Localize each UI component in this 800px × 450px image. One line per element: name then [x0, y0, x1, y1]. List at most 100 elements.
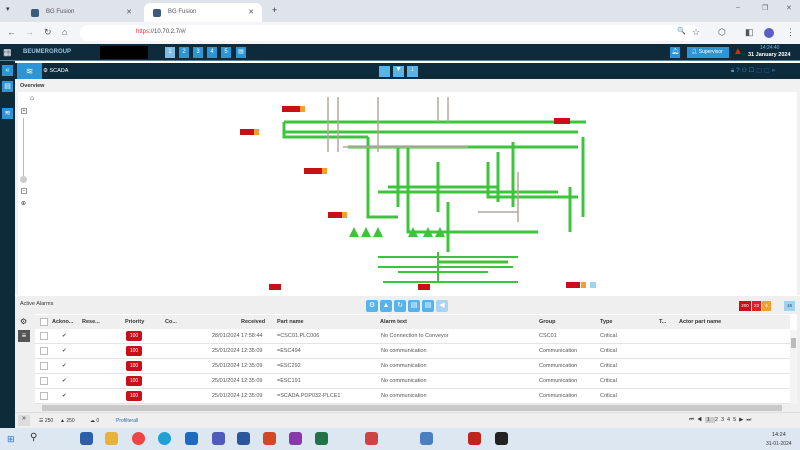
powerpoint-icon[interactable] — [263, 432, 276, 445]
snipping-tool-icon[interactable] — [365, 432, 378, 445]
home-view-icon[interactable]: ⌂ — [30, 95, 35, 102]
save-app-icon[interactable] — [80, 432, 93, 445]
page-2[interactable]: 2 — [714, 417, 721, 423]
scada-diagram[interactable]: ⌂ + − ⊕ — [18, 92, 797, 295]
collapse-icon[interactable]: « — [2, 65, 13, 76]
page-button-4[interactable]: 4 — [207, 47, 217, 58]
alarm-tool-report-icon[interactable]: ▤ — [422, 300, 434, 312]
col-priority[interactable]: Priority — [125, 319, 145, 325]
horizontal-scrollbar[interactable] — [42, 405, 782, 411]
word-icon[interactable] — [237, 432, 250, 445]
terminal-icon[interactable] — [495, 432, 508, 445]
side-panel-icon[interactable]: ◧ — [745, 27, 754, 37]
col-alarm-text[interactable]: Alarm text — [380, 319, 407, 325]
info-count-badge[interactable]: 16 — [784, 301, 795, 311]
teams-icon[interactable] — [212, 432, 225, 445]
vertical-scroll-thumb[interactable] — [791, 338, 796, 348]
col-reset[interactable]: Rese... — [82, 319, 100, 325]
row-checkbox[interactable] — [40, 347, 48, 355]
taskbar-date[interactable]: 31-01-2024 — [766, 441, 792, 447]
table-row[interactable]: ✔ 100 25/01/2024 12:35:09 =ESC191 No com… — [35, 374, 790, 389]
apps-grid-icon[interactable]: ▦ — [3, 47, 12, 57]
close-tab-icon[interactable]: ✕ — [126, 9, 132, 16]
medium-count-badge[interactable]: 6 — [762, 301, 771, 311]
zoom-in-button[interactable]: + — [21, 108, 27, 114]
home-icon[interactable]: ⌂ — [62, 27, 68, 37]
page-5[interactable]: 5 — [733, 417, 740, 423]
filter-icon[interactable]: ▼ — [393, 66, 404, 77]
browser-tab-1[interactable]: BG Fusion✕ — [22, 3, 140, 22]
browser-menu-icon[interactable]: ⋮ — [786, 27, 795, 37]
user-button[interactable]: 👤︎ Supervisor — [687, 47, 729, 58]
list-menu-icon[interactable]: ≡ — [18, 330, 30, 342]
page-4[interactable]: 4 — [727, 417, 734, 423]
col-part-name[interactable]: Part name — [277, 319, 304, 325]
edge-icon[interactable] — [158, 432, 171, 445]
notification-bell-icon[interactable]: 🔔︎ — [670, 47, 680, 58]
col-t[interactable]: T... — [659, 319, 667, 325]
bookmark-star-icon[interactable]: ☆ — [692, 27, 701, 37]
extensions-icon[interactable]: ⬡ — [718, 27, 726, 37]
scada-nav-icon[interactable]: ≋ — [2, 108, 13, 119]
tab-search-icon[interactable]: ▾ — [6, 6, 10, 13]
onenote-icon[interactable] — [289, 432, 302, 445]
table-row[interactable]: ✔ 100 25/01/2024 12:35:09 =SCADA.PDP032-… — [35, 389, 790, 404]
page-document-icon[interactable]: ▤ — [236, 47, 246, 58]
page-button-3[interactable]: 3 — [193, 47, 203, 58]
back-icon[interactable]: ← — [7, 27, 16, 37]
page-button-1[interactable]: 1 — [165, 47, 175, 58]
zoom-icon[interactable]: 🔍 — [677, 28, 686, 35]
first-page-button[interactable]: ⏮ — [689, 417, 697, 423]
col-group[interactable]: Group — [539, 319, 556, 325]
page-button-2[interactable]: 2 — [179, 47, 189, 58]
download-icon[interactable]: ↓ — [407, 66, 418, 77]
page-1[interactable]: 1 — [704, 417, 715, 423]
minimize-button[interactable]: – — [736, 4, 740, 11]
url-input[interactable]: https://10.70.2.7/#/ — [80, 25, 700, 41]
col-acknowledged[interactable]: Ackno... — [52, 319, 74, 325]
alarm-tool-settings-icon[interactable]: ⚙ — [366, 300, 378, 312]
select-all-checkbox[interactable] — [40, 318, 48, 326]
row-checkbox[interactable] — [40, 392, 48, 400]
chrome-icon[interactable] — [132, 432, 145, 445]
col-actor-part-name[interactable]: Actor part name — [679, 319, 722, 325]
excel-icon[interactable] — [315, 432, 328, 445]
expand-icon[interactable]: » — [18, 415, 30, 426]
row-checkbox[interactable] — [40, 362, 48, 370]
zoom-slider-handle[interactable] — [20, 176, 27, 183]
close-tab-icon[interactable]: ✕ — [248, 9, 254, 16]
page-3[interactable]: 3 — [720, 417, 728, 423]
col-type[interactable]: Type — [600, 319, 613, 325]
critical-count-badge[interactable]: 200 — [739, 301, 751, 311]
acrobat-icon[interactable] — [468, 432, 481, 445]
alarm-tool-history-icon[interactable]: ↻ — [394, 300, 406, 312]
close-window-button[interactable]: ✕ — [786, 5, 792, 12]
app-icon[interactable] — [420, 432, 433, 445]
zoom-slider-track[interactable] — [23, 118, 24, 176]
maximize-button[interactable]: ❐ — [762, 5, 769, 12]
fit-view-icon[interactable]: ⊕ — [21, 201, 27, 207]
reload-icon[interactable]: ↻ — [44, 27, 52, 37]
alarm-tool-sound-icon[interactable]: ◀ — [436, 300, 448, 312]
col-count[interactable]: Co... — [165, 319, 177, 325]
table-row[interactable]: ✔ 100 25/01/2024 12:35:09 =ESC494 No com… — [35, 344, 790, 359]
browser-tab-2[interactable]: BG Fusion✕ — [144, 3, 262, 22]
page-button-5[interactable]: 5 — [221, 47, 231, 58]
settings-gear-icon[interactable]: ⚙ — [20, 317, 28, 326]
profile-avatar[interactable] — [764, 28, 774, 38]
document-icon[interactable]: ▤ — [2, 81, 13, 92]
taskbar-time[interactable]: 14:24 — [772, 432, 786, 438]
row-checkbox[interactable] — [40, 332, 48, 340]
search-icon[interactable]: ⚲ — [30, 432, 38, 443]
last-page-button[interactable]: ⏭ — [746, 417, 755, 423]
table-row[interactable]: ✔ 100 25/01/2024 12:35:09 =ESC292 No com… — [35, 359, 790, 374]
alarm-tool-warning-icon[interactable]: ▲ — [380, 300, 392, 312]
high-count-badge[interactable]: 23 — [752, 301, 761, 311]
profile-filter-link[interactable]: Profilterall — [116, 418, 139, 424]
outlook-icon[interactable] — [185, 432, 198, 445]
screen-icon[interactable] — [379, 66, 390, 77]
windows-start-icon[interactable]: ⊞ — [7, 434, 15, 444]
file-explorer-icon[interactable] — [105, 432, 118, 445]
row-checkbox[interactable] — [40, 377, 48, 385]
forward-icon[interactable]: → — [25, 27, 34, 37]
